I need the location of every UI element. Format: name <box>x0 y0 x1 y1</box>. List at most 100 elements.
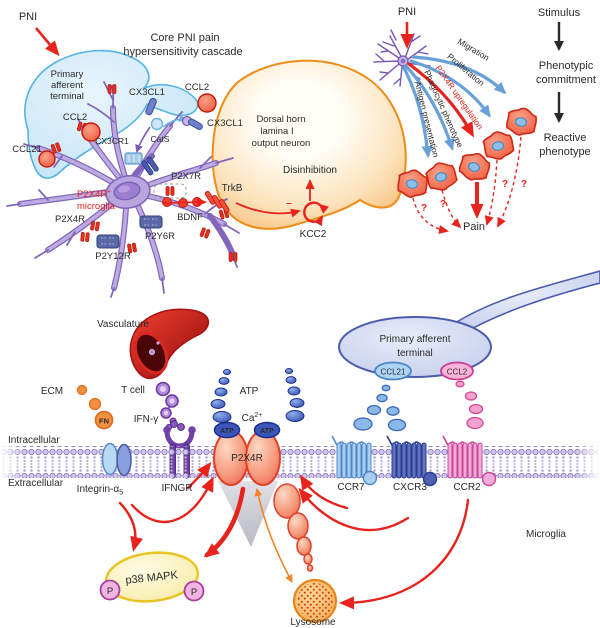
cxcr3-gprotein <box>422 471 438 487</box>
p2x4r-channel-label: P2X4R <box>231 453 263 464</box>
ccl2-neuron-molecule <box>197 93 217 113</box>
integrin-receptor <box>101 442 132 477</box>
cx3cr1-label: CX3CR1 <box>95 136 129 146</box>
cascade-title-line1: Core PNI pain <box>150 32 219 44</box>
phospho-left-label: P <box>107 586 113 597</box>
atp-bound-left <box>213 421 241 439</box>
integrin-label: Integrin-α5 <box>77 484 124 497</box>
microglia-nucleolus <box>118 185 130 193</box>
pain-arrow-dashed <box>412 197 449 234</box>
upregulation-arrow <box>407 62 474 138</box>
p38-label: p38 MAPK <box>125 569 179 587</box>
pat-label1: Primary afferent <box>380 334 451 345</box>
trkb-kcc2-arrow <box>235 202 301 218</box>
ccl21-release-site <box>374 361 412 381</box>
p2x4r-vesicle-icon <box>165 186 175 196</box>
p2x4r-label: P2X4R <box>55 214 85 225</box>
minus-sign: – <box>286 198 292 209</box>
lysosome-label: Lysosome <box>290 617 336 628</box>
phospho-left <box>99 579 121 601</box>
intracellular-label: Intracellular <box>8 435 60 446</box>
p2y6r-label: P2Y6R <box>145 231 175 242</box>
kcc2-cycle-arrow <box>303 201 330 227</box>
ccl21-label: CCL21 <box>12 144 42 155</box>
pat-axon <box>450 270 600 335</box>
p38-mapk: p38 MAPK P P <box>99 551 205 603</box>
ifn-gamma-label: IFN-γ <box>134 414 158 425</box>
cx3cl1-stalk <box>145 97 157 116</box>
cxcr3-label: CXCR3 <box>393 482 427 493</box>
pat-label2: terminal <box>397 348 433 359</box>
cx3cl1-soluble <box>150 117 164 131</box>
question-mark: ? <box>502 179 508 190</box>
cx3cl1-neuron-label: CX3CL1 <box>207 118 243 129</box>
cx3cl1-neuron-stalk <box>188 118 203 130</box>
ccl2-pill-label: CCL2 <box>447 368 468 377</box>
question-mark: ? <box>521 179 527 190</box>
ccr2-label: CCR2 <box>453 482 481 493</box>
ccr2-receptor <box>442 435 483 479</box>
cx3cl1-to-cx3cr1-arrow <box>135 126 151 153</box>
primary-afferent-label3: terminal <box>50 91 84 102</box>
reactive-label1: Reactive <box>544 132 587 144</box>
microglia-label-line1: P2X4R+ <box>77 189 111 201</box>
neuron-label1: Dorsal horn <box>256 114 305 125</box>
ccr2-gprotein <box>481 471 497 487</box>
phospho-right-label: P <box>191 587 197 598</box>
t-cell-in-vessel <box>148 348 155 355</box>
trkb-label: TrkB <box>222 183 243 194</box>
ccl2-neuron-label: CCL2 <box>185 82 209 93</box>
neuron-label3: output neuron <box>252 138 311 149</box>
cascade-title-line2: hypersensitivity cascade <box>123 46 242 58</box>
integrin-p38-arrow <box>118 501 143 552</box>
migration-arrow <box>411 55 507 95</box>
primary-afferent-label1: Primary <box>51 69 84 80</box>
ccr7-p2x4r-arrow <box>299 474 349 510</box>
membrane-fade-left <box>0 446 24 478</box>
proliferation-arrow <box>409 59 491 118</box>
panel-membrane-signalling: Primary afferent terminal CCL21 CCL2 <box>0 270 600 628</box>
atp-molecules <box>210 368 305 423</box>
bdnf-arrow <box>162 197 207 207</box>
p2y12r-receptor <box>96 234 120 249</box>
bdnf-label: BDNF <box>177 212 203 223</box>
neuron-label2: lamina I <box>260 126 293 137</box>
cx3cr1-stripes <box>128 155 140 162</box>
ccr7-gprotein <box>362 470 378 486</box>
microglia-branches <box>6 81 240 298</box>
question-mark: ? <box>421 203 427 214</box>
output-neuron-shape <box>211 59 407 230</box>
cats-label: CatS <box>151 134 170 144</box>
phenotypic-label2: commitment <box>536 74 596 86</box>
ca-label: Ca2+ <box>242 412 263 424</box>
panel-phenotype-commitment: Migration Proliferation P2X4R upregulati… <box>373 6 596 234</box>
cxcr3-p2x4r-arrow <box>298 487 410 532</box>
extracellular-label: Extracellular <box>8 478 64 489</box>
fn-label: FN <box>99 417 109 426</box>
ccr7-receptor <box>331 435 372 479</box>
pni-right-label: PNI <box>398 6 416 18</box>
ccl2-vesicles <box>455 380 484 430</box>
atp-label: ATP <box>240 386 259 397</box>
p2x7r-channel <box>141 156 159 176</box>
antigen-arrow <box>402 66 433 158</box>
membrane-fade-right <box>576 446 600 478</box>
ccr2-lysosome-arrow <box>339 498 470 610</box>
p2x7r-label: P2X7R <box>171 171 201 182</box>
ifngr-label: IFNGR <box>161 483 192 494</box>
p2x4r-channel: ATP ATP <box>213 421 281 486</box>
plasma-membrane <box>0 446 600 478</box>
microglia-bottom-label: Microglia <box>526 529 566 540</box>
ccl21-pill-label: CCL21 <box>381 368 406 377</box>
p2y6r-receptor <box>139 215 163 229</box>
vasculature-label: Vasculature <box>97 319 150 330</box>
ccl2-terminal-molecule <box>81 122 101 142</box>
atp-bound-right <box>253 421 281 439</box>
phenotypic-label1: Phenotypic <box>539 60 594 72</box>
panel-core-cascade: PNI Core PNI pain hypersensitivity casca… <box>6 11 407 298</box>
p2x4r-p38-arrow <box>203 486 246 558</box>
stimulus-label: Stimulus <box>538 7 581 19</box>
ifngr-p2x4r-arrow <box>186 461 212 490</box>
phagocytic-arrow <box>404 64 455 151</box>
